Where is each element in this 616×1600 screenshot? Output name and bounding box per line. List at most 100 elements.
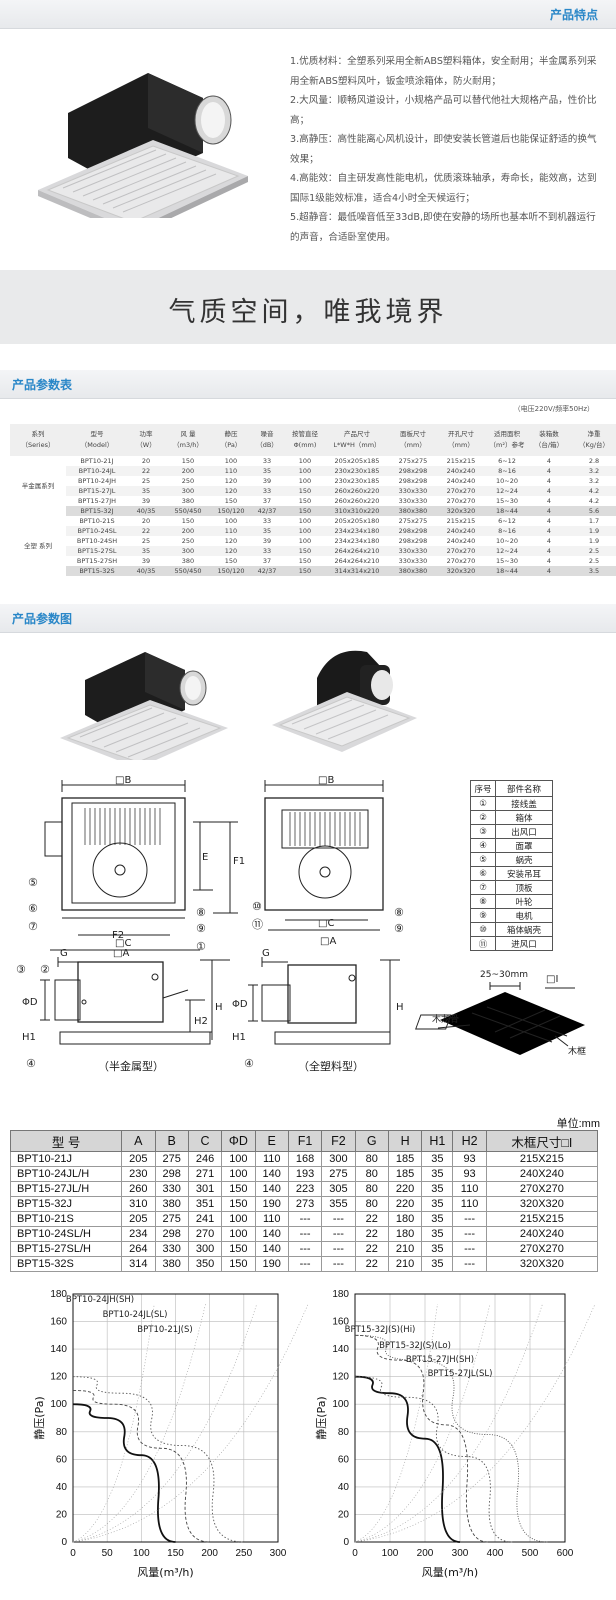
dim-cell: 220 [387,1196,423,1212]
x-tick-label: 300 [270,1548,287,1559]
params-header-bar: 产品参数表 [0,370,616,399]
params-cell: 205x205x185 [334,457,380,465]
params-cell: 150 [181,457,195,465]
params-cell: 330x330 [388,486,438,496]
params-cell: 314x314x210 [326,566,388,576]
dim-cell: 320X320 [485,1256,599,1272]
dim-cell: 100 [221,1166,256,1182]
x-tick-label: 0 [70,1548,76,1559]
params-cell: 150 [298,557,312,565]
params-cell: 4 [546,477,552,485]
unit-label: 单位:mm [556,1118,600,1130]
dim-cell: 240X240 [485,1166,599,1182]
params-cell: BPT10-21S [79,517,115,525]
dim-cell: 93 [452,1166,487,1182]
dim-cell: 270X270 [485,1181,599,1197]
callout-8-plastic: ⑧ [394,906,404,919]
series-line [354,1375,461,1543]
dim-label-d-metal: ΦD [22,997,38,1008]
params-cell: 260x260x220 [326,486,388,496]
params-cell: 150 [284,506,326,516]
x-tick-label: 600 [557,1548,574,1559]
params-cell: 12~24 [484,546,530,556]
dim-cell: 351 [187,1196,223,1212]
dim-cell: 35 [421,1226,454,1242]
dim-cell: 35 [421,1256,454,1272]
dim-header-cell: H2 [452,1130,487,1152]
dim-cell: 330 [154,1181,189,1197]
params-cell: 240x240 [446,537,476,545]
params-cell: 33 [262,517,272,525]
part-name: 叶轮 [495,894,553,909]
features-header-bar: 产品特点 [0,0,616,29]
y-tick-label: 140 [332,1344,349,1355]
diagram-title: 产品参数图 [12,612,73,626]
params-header-cell: 装箱数 （台/箱） [530,424,568,456]
dim-cell: 355 [321,1196,356,1212]
dim-cell: 110 [452,1196,487,1212]
params-cell: 120 [224,537,238,545]
params-cell: 150/120 [212,506,250,516]
params-cell: 35 [250,526,284,536]
dim-cell: 150 [221,1256,256,1272]
x-tick-label: 200 [201,1548,218,1559]
part-number: ② [470,810,496,825]
dim-label-a-metal: □A [113,948,129,959]
dim-cell: 35 [421,1196,454,1212]
y-tick-label: 80 [338,1427,350,1438]
dim-cell: 205 [121,1211,156,1227]
params-cell: 330x330 [398,497,428,505]
params-cell: 35 [128,486,164,496]
dim-cell: 310 [121,1196,156,1212]
params-series-cell: 全塑 系列 [10,516,66,576]
params-cell: 100 [284,466,326,476]
dim-label-e: E [202,852,208,863]
dim-cell: 140 [254,1181,289,1197]
dim-cell: BPT10-21J [9,1151,123,1167]
params-cell: 150 [224,557,238,565]
params-cell: BPT10-24JL [66,466,128,476]
params-cell: 240x240 [438,466,484,476]
params-table: 系列 （Series）型号 （Model）功率 （W）风 量 （m3/h）静压 … [10,424,616,576]
params-cell: 4.2 [568,486,616,496]
callout-4-metal: ④ [26,1057,36,1070]
y-tick-label: 120 [50,1372,67,1383]
dim-cell: --- [287,1226,323,1242]
params-cell: 100 [298,517,312,525]
dim-cell: 35 [421,1181,454,1197]
dim-cell: 22 [354,1226,389,1242]
params-cell: 380 [181,497,195,505]
series-label: BPT15-32J(S)(Lo) [379,1341,451,1351]
params-cell: 150 [284,486,326,496]
part-number: ⑥ [470,866,496,881]
x-tick-label: 300 [452,1548,469,1559]
params-cell: 298x298 [388,466,438,476]
dim-cell: 93 [452,1151,487,1167]
dim-header-cell: C [187,1130,223,1152]
dim-cell: 314 [121,1256,156,1272]
dim-cell: 320X320 [485,1196,599,1212]
part-name: 面罩 [495,838,553,853]
y-tick-label: 160 [332,1317,349,1328]
params-cell: 37 [262,557,272,565]
params-cell: 33 [262,457,272,465]
params-cell: 22 [128,526,164,536]
params-cell: 4 [546,557,552,565]
dim-cell: 80 [354,1196,389,1212]
y-tick-label: 0 [343,1537,349,1548]
params-cell: 42/37 [250,506,284,516]
callout-3: ③ [16,963,26,976]
x-tick-label: 50 [102,1548,114,1559]
y-tick-label: 180 [332,1289,349,1300]
system-curve [72,1303,309,1543]
dim-cell: BPT10-24SL/H [9,1226,123,1242]
